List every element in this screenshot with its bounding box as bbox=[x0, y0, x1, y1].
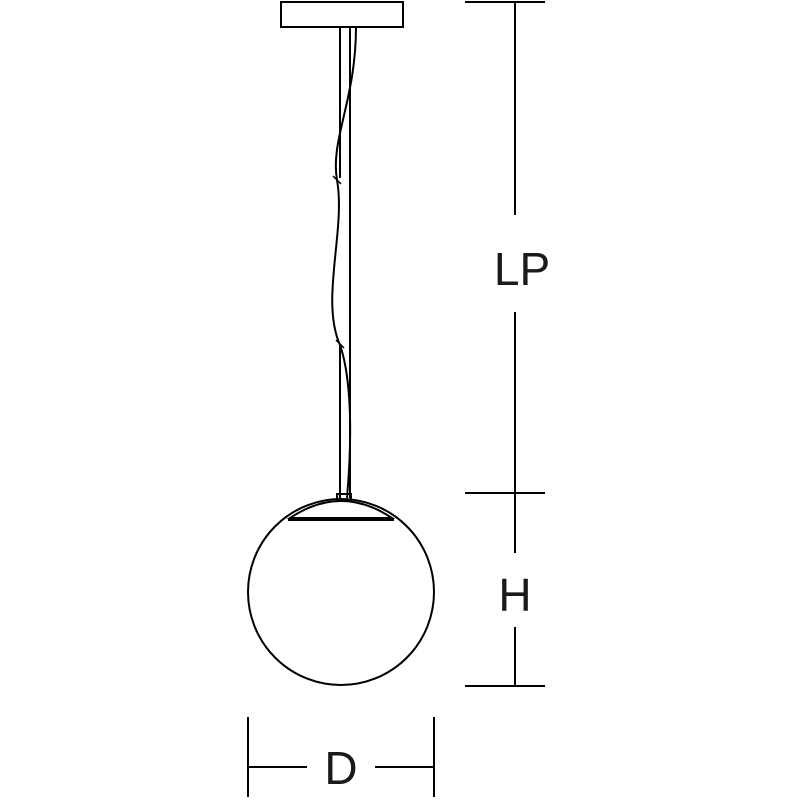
dimension-lp-label: LP bbox=[494, 243, 550, 295]
power-cable bbox=[331, 26, 357, 499]
dimension-h-label: H bbox=[498, 569, 531, 621]
power-cable-crossing bbox=[332, 175, 345, 349]
ceiling-canopy bbox=[280, 1, 404, 28]
globe-shade bbox=[247, 498, 435, 686]
dimension-lp bbox=[465, 1, 545, 494]
dimension-d bbox=[247, 717, 435, 797]
dimension-h bbox=[465, 493, 545, 687]
dimension-d-label: D bbox=[324, 742, 357, 794]
